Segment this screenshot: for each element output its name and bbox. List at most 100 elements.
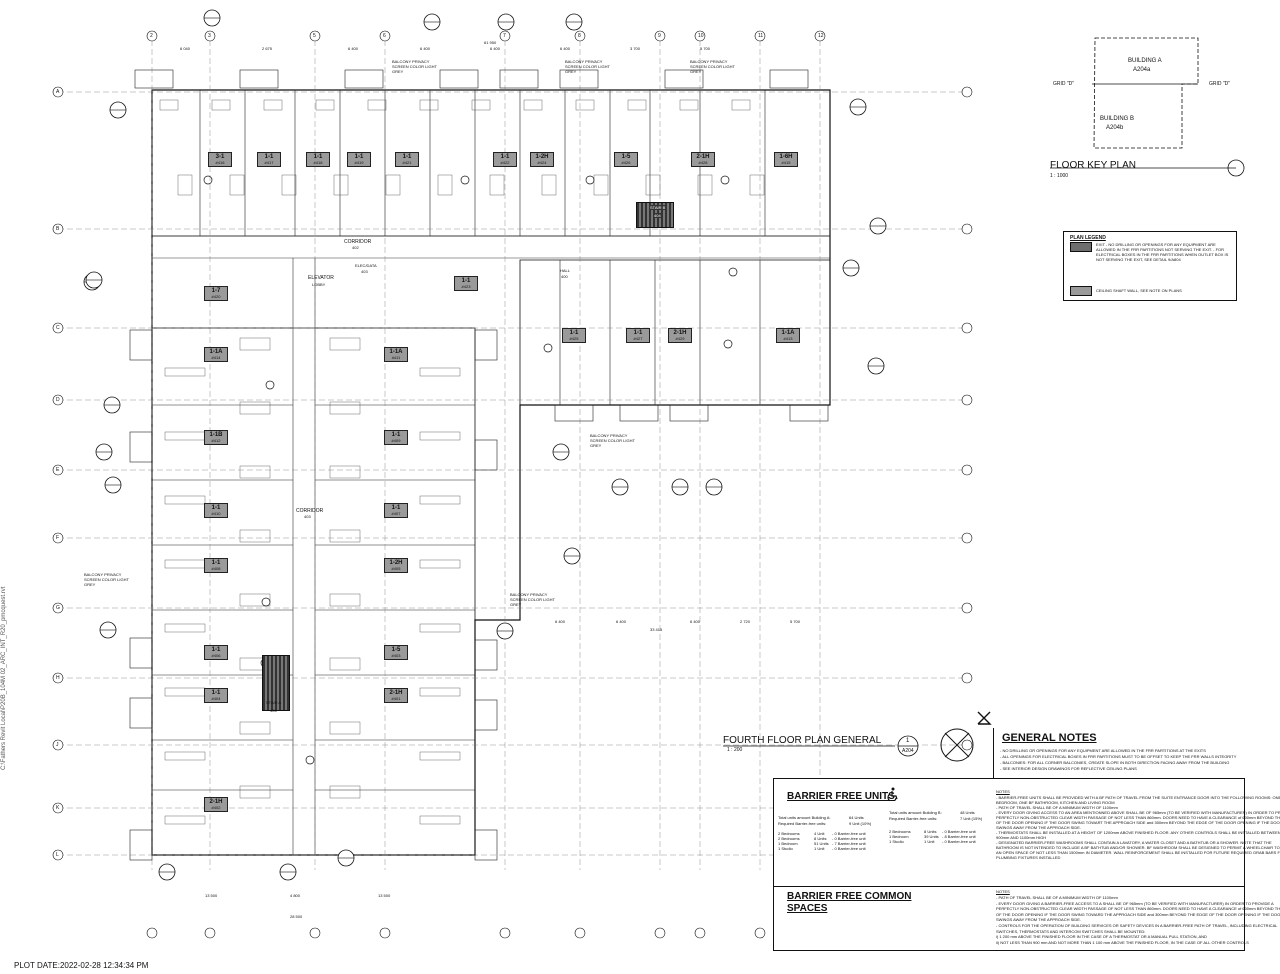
unit-tag: 1-1#406	[204, 645, 228, 660]
hall-label: HALL	[560, 268, 571, 273]
bf-b-row-count: 1 Unit	[924, 839, 935, 844]
balcony	[554, 404, 594, 422]
grid-bubble	[654, 30, 666, 42]
dimension-top: 2 675	[262, 46, 273, 51]
grid-bubble	[52, 322, 64, 334]
balcony	[474, 639, 498, 671]
key-plan-grid-left: GRID "D"	[1053, 81, 1075, 87]
hall-number: 400	[561, 274, 568, 279]
barrier-free-common-panel: BARRIER FREE COMMON SPACES NOTES - PATH …	[773, 886, 1280, 951]
fixture	[164, 815, 206, 825]
unit-number: #403	[391, 653, 401, 658]
fixture	[239, 465, 271, 479]
bf-common-note-line: SWINGS AWAY FROM THE APPROACH SIDE.	[996, 917, 1082, 923]
balcony	[559, 69, 599, 89]
unit-type: 1-1	[569, 330, 579, 336]
unit-number: #410	[211, 511, 221, 516]
grid-label-left: J	[56, 742, 59, 748]
grid-bubble	[499, 927, 511, 939]
grid-label-left: C	[56, 325, 60, 331]
unit-tag: 1-5#426	[614, 152, 638, 167]
bf-a-row-count: 51 Units	[814, 841, 829, 846]
unit-type: 1-7	[211, 288, 221, 294]
plan-scale: 1 : 200	[727, 747, 743, 753]
bf-b-row-count: 39 Units	[924, 834, 939, 839]
fixture	[385, 174, 401, 196]
bf-common-note-line: PERFECTLY NON-OBSTRUCTED CLEAR WIDTH PAS…	[996, 906, 1280, 912]
dimension-top-overall: 61 950	[484, 40, 497, 45]
unit-tag: 1-7#420	[204, 286, 228, 301]
dimension-mid: 2 720	[740, 619, 751, 624]
grid-bubble	[961, 602, 973, 614]
fixture	[239, 401, 271, 415]
balcony	[439, 69, 479, 89]
bf-b-total-value: 48 Units	[960, 810, 975, 815]
unit-tag: 1-2H#405	[384, 558, 408, 573]
grid-bubble	[754, 927, 766, 939]
legend-swatch-exit	[1070, 242, 1092, 252]
fixture	[329, 337, 361, 351]
stair-a-number: 406	[270, 708, 277, 713]
wheelchair-icon	[460, 175, 470, 185]
bf-common-note-line: - CONTROLS FOR THE OPERATION OF BUILDING…	[996, 923, 1278, 928]
grid-bubble	[52, 672, 64, 684]
plan-legend: PLAN LEGEND EXIT - NO DRILLING OR OPENIN…	[1063, 231, 1237, 301]
wheelchair-icon	[585, 175, 595, 185]
unit-type: 3-1	[215, 154, 225, 160]
legend-swatch-shaft	[1070, 286, 1092, 296]
corridor-label-top: CORRIDOR	[344, 239, 372, 245]
grid-bubble	[961, 223, 973, 235]
grid-label-top: 12	[818, 33, 824, 39]
bf-note-line: - PATH OF TRAVEL SHALL BE OF A MINIMUM W…	[996, 805, 1118, 810]
bf-b-row-bf: - 8 Barrier-free unit	[942, 834, 976, 839]
unit-type: 1-1	[354, 154, 364, 160]
fixture	[263, 99, 283, 111]
grid-bubble	[961, 464, 973, 476]
grid-label-top: 9	[658, 33, 661, 39]
fixture	[164, 687, 206, 697]
wheelchair-icon	[720, 175, 730, 185]
fixture	[731, 99, 751, 111]
plan-legend-title: PLAN LEGEND	[1070, 235, 1106, 241]
unit-number: #422	[500, 160, 510, 165]
unit-tag: 1-1#408	[204, 558, 228, 573]
grid-label-top: 8	[578, 33, 581, 39]
unit-type: 1-1	[633, 330, 643, 336]
grid-bubble	[146, 927, 158, 939]
bf-a-required-value: 9 Unit (10%)	[849, 821, 872, 826]
general-note-line: - SEE INTERIOR DESIGN DRAWINGS FOR REFLE…	[1000, 766, 1137, 771]
fixture	[419, 815, 461, 825]
unit-tag: 1-1B#412	[204, 430, 228, 445]
unit-number: #402	[211, 805, 221, 810]
grid-bubble	[814, 30, 826, 42]
grid-bubble	[961, 322, 973, 334]
corridor-number-top: 402	[352, 245, 359, 250]
unit-number: #420	[211, 294, 221, 299]
balcony	[129, 829, 153, 861]
privacy-screen-note-5: BALCONY PRIVACY SCREEN COLOR LIGHT GREY	[84, 572, 129, 587]
unit-number: #407	[391, 511, 401, 516]
fixture	[329, 401, 361, 415]
general-notes: GENERAL NOTES - NO DRILLING OR OPENINGS …	[993, 728, 1244, 778]
stair-a-symbol	[262, 655, 290, 711]
unit-number: #426	[621, 160, 631, 165]
fixture	[419, 495, 461, 505]
stair-a-label: STAIR A	[266, 700, 282, 705]
bf-common-note-line: ii) NOT LESS THAN 900 mm AND NOT MORE TH…	[996, 939, 1249, 945]
unit-number: #411	[391, 355, 401, 360]
bf-b-row-type: 1 Studio	[889, 839, 904, 844]
fixture	[239, 593, 271, 607]
fixture	[164, 559, 206, 569]
unit-number: #421	[402, 160, 412, 165]
grid-label-top: 6	[383, 33, 386, 39]
unit-number: #428	[698, 160, 708, 165]
fixture	[419, 367, 461, 377]
grid-bubble	[694, 927, 706, 939]
file-path: C:\Fathers Revit Local\P20B_104M 02_ARC_…	[1, 586, 7, 770]
grid-bubble	[52, 464, 64, 476]
unit-tag: 1-1#419	[347, 152, 371, 167]
bf-b-row-type: 1 Bedroom	[889, 834, 909, 839]
unit-number: #406	[211, 653, 221, 658]
unit-type: 1-1A	[389, 349, 403, 355]
